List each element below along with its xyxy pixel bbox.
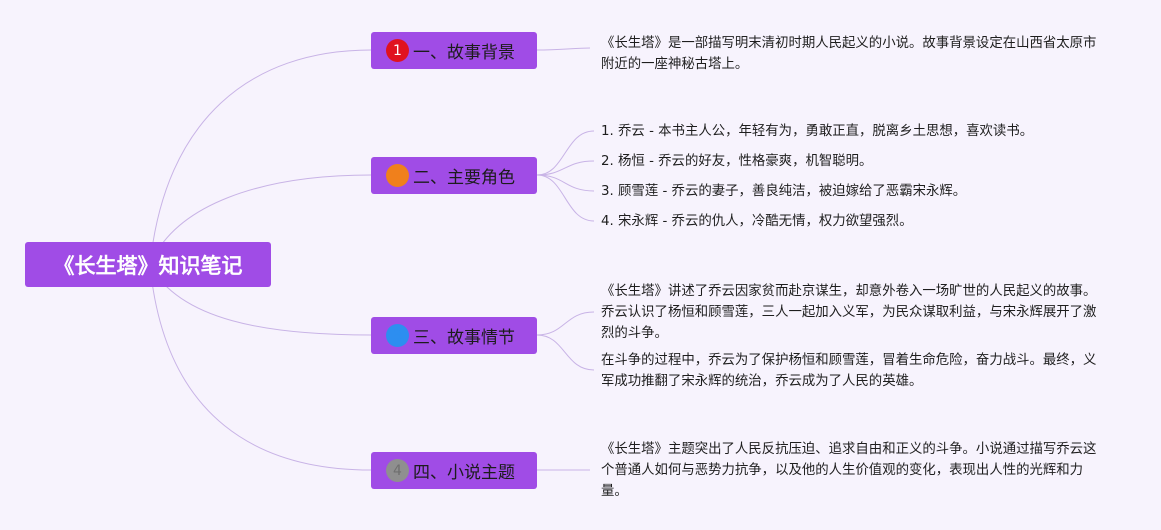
link-branch-2-leaf-4 bbox=[536, 174, 595, 222]
number-1-icon: 1 bbox=[386, 39, 409, 62]
branch-label: 二、主要角色 bbox=[413, 168, 515, 188]
leaf-character-2: 2. 杨恒 - 乔云的好友，性格豪爽，机智聪明。 bbox=[601, 154, 873, 169]
branch-node-characters[interactable]: 2 二、主要角色 bbox=[371, 157, 537, 194]
branch-node-background[interactable]: 1 一、故事背景 bbox=[371, 32, 537, 69]
branch-label: 四、小说主题 bbox=[413, 463, 515, 483]
leaf-character-1: 1. 乔云 - 本书主人公，年轻有为，勇敢正直，脱离乡土思想，喜欢读书。 bbox=[601, 124, 1034, 139]
leaf-character-4: 4. 宋永辉 - 乔云的仇人，冷酷无情，权力欲望强烈。 bbox=[601, 214, 913, 229]
number-3-icon: 3 bbox=[386, 324, 409, 347]
root-title: 《长生塔》知识笔记 bbox=[53, 253, 243, 278]
branch-node-theme[interactable]: 4 四、小说主题 bbox=[371, 452, 537, 489]
root-node[interactable]: 《长生塔》知识笔记 bbox=[25, 242, 271, 287]
number-2-icon: 2 bbox=[386, 164, 409, 187]
number-4-icon: 4 bbox=[386, 459, 409, 482]
link-branch-2-leaf-3 bbox=[536, 174, 595, 192]
link-branch-1-leaf bbox=[536, 47, 591, 51]
link-root-branch-4 bbox=[149, 264, 372, 471]
leaf-character-3: 3. 顾雪莲 - 乔云的妻子，善良纯洁，被迫嫁给了恶霸宋永辉。 bbox=[601, 184, 967, 199]
leaf-theme-text: 《长生塔》主题突出了人民反抗压迫、追求自由和正义的斗争。小说通过描写乔云这个普通… bbox=[601, 442, 1097, 499]
branch-label: 一、故事背景 bbox=[413, 43, 515, 63]
link-branch-2-leaf-2 bbox=[536, 160, 595, 176]
leaf-plot-1: 《长生塔》讲述了乔云因家贫而赴京谋生，却意外卷入一场旷世的人民起义的故事。乔云认… bbox=[601, 284, 1097, 341]
link-branch-3-leaf-2 bbox=[536, 334, 595, 371]
leaf-background-text: 《长生塔》是一部描写明末清初时期人民起义的小说。故事背景设定在山西省太原市附近的… bbox=[601, 36, 1097, 72]
branch-node-plot[interactable]: 3 三、故事情节 bbox=[371, 317, 537, 354]
leaf-plot-2: 在斗争的过程中，乔云为了保护杨恒和顾雪莲，冒着生命危险，奋力战斗。最终，义军成功… bbox=[601, 353, 1097, 389]
link-branch-2-leaf-1 bbox=[536, 130, 595, 176]
link-root-branch-1 bbox=[149, 49, 372, 266]
branch-label: 三、故事情节 bbox=[413, 328, 515, 348]
link-branch-3-leaf-1 bbox=[536, 311, 595, 336]
